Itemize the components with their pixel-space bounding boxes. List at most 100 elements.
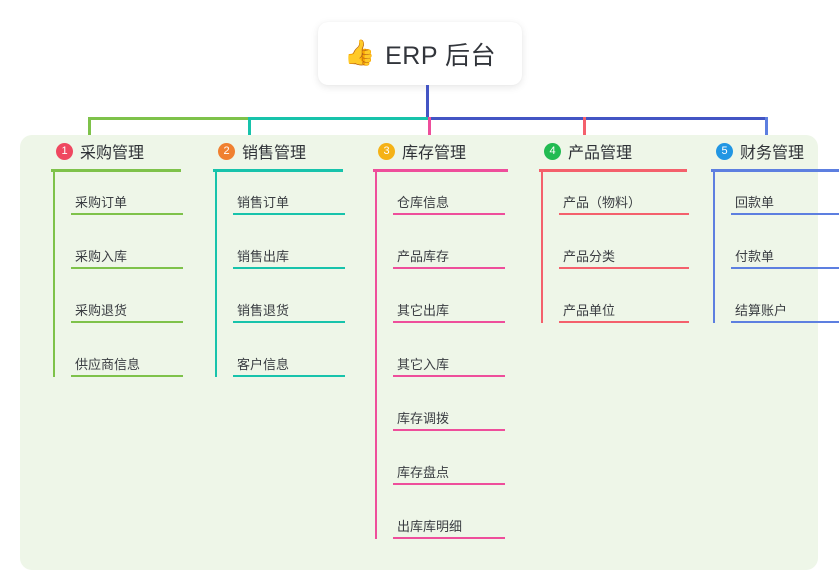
branch-spine: [541, 169, 543, 323]
branch-item-rule: [393, 213, 505, 215]
branch-header-3[interactable]: 3 库存管理: [362, 135, 466, 167]
branch-item[interactable]: 销售退货: [233, 293, 345, 323]
drop-purchase: [88, 117, 91, 139]
branch-item[interactable]: 产品库存: [393, 239, 505, 269]
branch-item-rule: [559, 267, 689, 269]
branch-item-label: 产品单位: [563, 303, 616, 318]
branch-item[interactable]: 销售出库: [233, 239, 345, 269]
root-stem-connector: [426, 85, 429, 117]
branch-item-rule: [233, 267, 345, 269]
branch-item-label: 销售退货: [237, 303, 290, 318]
branch-item[interactable]: 采购入库: [71, 239, 183, 269]
branch-spine: [53, 169, 55, 377]
branch-item[interactable]: 产品（物料）: [559, 185, 689, 215]
thumbs-up-icon: 👍: [343, 39, 376, 67]
branch-title: 销售管理: [242, 145, 307, 162]
branch-item[interactable]: 其它出库: [393, 293, 505, 323]
branch-item-rule: [71, 321, 183, 323]
drop-inventory: [428, 117, 431, 139]
branch-item[interactable]: 其它入库: [393, 347, 505, 377]
branch-header-rule: [213, 169, 343, 172]
branch-header-rule: [51, 169, 181, 172]
branch-item-label: 产品分类: [563, 249, 616, 264]
root-title: ERP 后台: [385, 41, 497, 70]
branch-item-label: 采购退货: [75, 303, 128, 318]
branch-column-1: 1 采购管理采购订单采购入库采购退货供应商信息: [40, 135, 183, 377]
branch-item-rule: [393, 267, 505, 269]
branch-item-rule: [393, 483, 505, 485]
branch-item-label: 其它入库: [397, 357, 450, 372]
branch-title: 库存管理: [402, 145, 467, 162]
branch-number-badge: 1: [56, 142, 73, 160]
branch-item[interactable]: 仓库信息: [393, 185, 505, 215]
branch-header-2[interactable]: 2 销售管理: [202, 135, 306, 167]
branch-item-rule: [393, 429, 505, 431]
branch-item-rule: [393, 537, 505, 539]
branch-item[interactable]: 回款单: [731, 185, 839, 215]
branch-item-label: 回款单: [735, 195, 775, 210]
branch-number-badge: 3: [378, 142, 395, 160]
branch-item-label: 库存盘点: [397, 465, 450, 480]
branch-item-rule: [559, 213, 689, 215]
drop-finance: [765, 117, 768, 139]
branch-item[interactable]: 库存调拨: [393, 401, 505, 431]
branch-item-label: 客户信息: [237, 357, 290, 372]
branch-column-5: 5 财务管理回款单付款单结算账户: [700, 135, 839, 323]
branch-item-label: 产品库存: [397, 249, 450, 264]
branch-number-badge: 2: [218, 142, 235, 160]
branches-panel: 1 采购管理采购订单采购入库采购退货供应商信息 2 销售管理销售订单销售出库销售退货客…: [20, 135, 839, 570]
segment-inventory-to-finance: [428, 117, 768, 120]
branch-column-2: 2 销售管理销售订单销售出库销售退货客户信息: [202, 135, 345, 377]
drop-product: [583, 117, 586, 139]
drop-sales: [248, 117, 251, 139]
branch-item-rule: [233, 213, 345, 215]
branch-item-rule: [731, 213, 839, 215]
branch-item-label: 库存调拨: [397, 411, 450, 426]
branch-item[interactable]: 客户信息: [233, 347, 345, 377]
branch-header-4[interactable]: 4 产品管理: [528, 135, 632, 167]
branch-item[interactable]: 结算账户: [731, 293, 839, 323]
branch-item-label: 出库库明细: [397, 519, 463, 534]
branch-item[interactable]: 采购订单: [71, 185, 183, 215]
branch-spine: [215, 169, 217, 377]
branch-header-rule: [373, 169, 508, 172]
segment-purchase: [88, 117, 250, 120]
root-node[interactable]: 👍 ERP 后台: [318, 22, 522, 85]
branch-item-rule: [393, 321, 505, 323]
branch-item-label: 销售出库: [237, 249, 290, 264]
branch-item[interactable]: 付款单: [731, 239, 839, 269]
branch-item[interactable]: 销售订单: [233, 185, 345, 215]
branch-column-3: 3 库存管理仓库信息产品库存其它出库其它入库库存调拨库存盘点出库库明细: [362, 135, 508, 539]
branch-item-rule: [559, 321, 689, 323]
branch-item[interactable]: 产品分类: [559, 239, 689, 269]
branch-title: 采购管理: [80, 145, 145, 162]
branch-item-label: 采购订单: [75, 195, 128, 210]
branch-title: 产品管理: [568, 145, 633, 162]
branch-item[interactable]: 供应商信息: [71, 347, 183, 377]
branch-item-rule: [731, 321, 839, 323]
branch-item-rule: [731, 267, 839, 269]
branch-item[interactable]: 采购退货: [71, 293, 183, 323]
branch-item-rule: [233, 375, 345, 377]
branch-item-label: 付款单: [735, 249, 775, 264]
branch-item-label: 供应商信息: [75, 357, 141, 372]
branch-spine: [375, 169, 377, 539]
branch-title: 财务管理: [740, 145, 805, 162]
branch-item-label: 产品（物料）: [563, 195, 642, 210]
branch-item-label: 仓库信息: [397, 195, 450, 210]
branch-header-5[interactable]: 5 财务管理: [700, 135, 804, 167]
branch-item[interactable]: 出库库明细: [393, 509, 505, 539]
branch-item[interactable]: 库存盘点: [393, 455, 505, 485]
branch-item-label: 销售订单: [237, 195, 290, 210]
branch-item-rule: [71, 267, 183, 269]
branch-item-label: 结算账户: [735, 303, 788, 318]
branch-column-4: 4 产品管理产品（物料） 产品分类产品单位: [528, 135, 689, 323]
branch-header-1[interactable]: 1 采购管理: [40, 135, 144, 167]
branch-item[interactable]: 产品单位: [559, 293, 689, 323]
branch-number-badge: 5: [716, 142, 733, 160]
segment-sales: [248, 117, 430, 120]
branch-number-badge: 4: [544, 142, 561, 160]
branch-spine: [713, 169, 715, 323]
branch-item-label: 采购入库: [75, 249, 128, 264]
branch-item-rule: [393, 375, 505, 377]
